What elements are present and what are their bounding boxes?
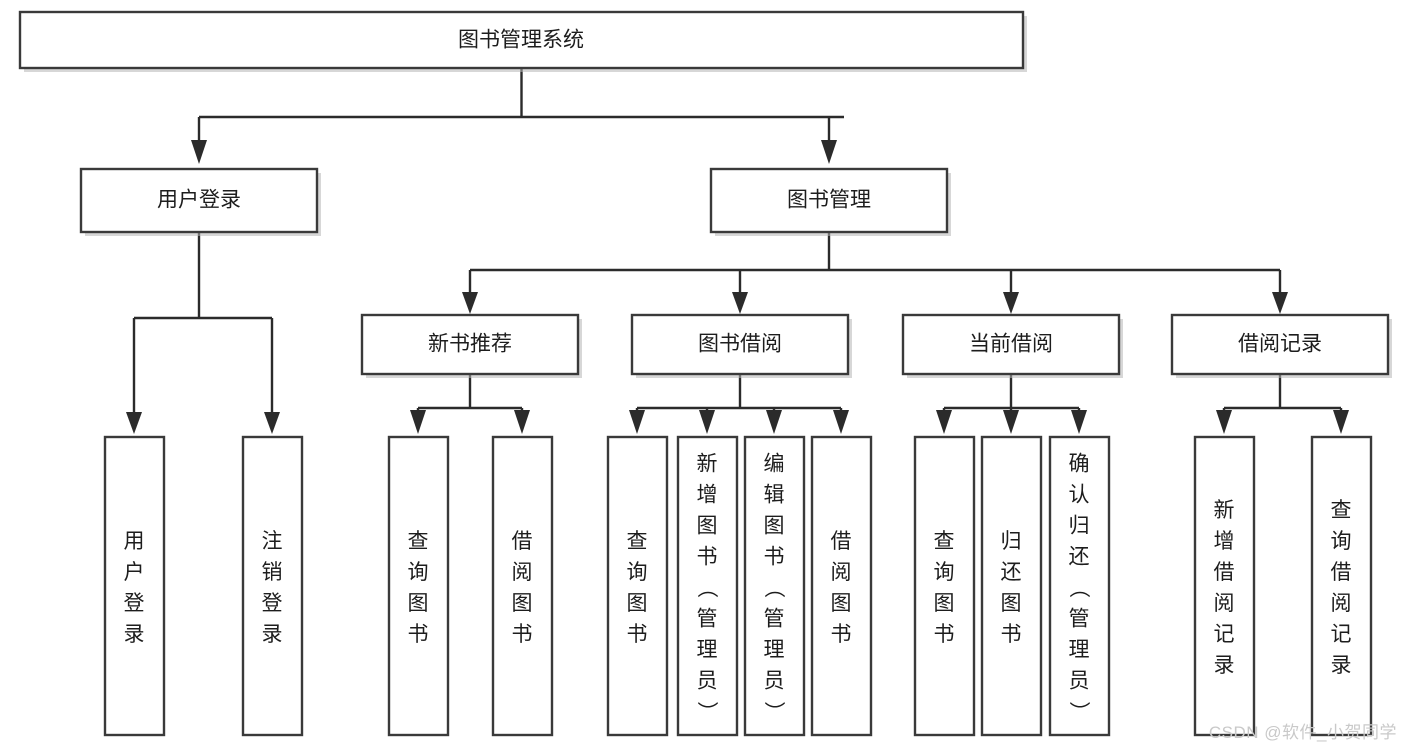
- node-leaf-add-book[interactable]: 新增图书管理员 （ ）: [676, 435, 739, 737]
- node-leaf-add-book-label: 新增图书管理员: [697, 453, 718, 693]
- connector-group-book-borrow: [629, 374, 849, 434]
- svg-text:）: ）: [762, 701, 785, 722]
- node-book-manage-label: 图书管理: [787, 189, 871, 212]
- connector-group-root: [191, 68, 844, 164]
- node-root-label: 图书管理系统: [458, 29, 584, 52]
- node-leaf-query-record-label: 查询借阅记录: [1331, 499, 1352, 677]
- csdn-watermark: CSDN @软件_小贺同学: [1208, 723, 1397, 742]
- node-book-manage[interactable]: 图书管理: [709, 167, 951, 236]
- node-book-borrow[interactable]: 图书借阅: [630, 313, 852, 378]
- node-current-borrow-label: 当前借阅: [969, 333, 1053, 356]
- node-current-borrow[interactable]: 当前借阅: [901, 313, 1123, 378]
- connector-group-user-login: [126, 232, 280, 434]
- node-leaf-confirm-return[interactable]: 确认归还管理员 （ ）: [1048, 435, 1111, 737]
- node-leaf-query-book-3[interactable]: 查询图书: [913, 435, 976, 737]
- connector-group-book-manage: [462, 232, 1288, 314]
- node-leaf-query-book-1[interactable]: 查询图书: [387, 435, 450, 737]
- svg-text:（: （: [1067, 577, 1090, 598]
- node-leaf-query-book-2[interactable]: 查询图书: [606, 435, 669, 737]
- connector-group-borrow-record: [1216, 374, 1349, 434]
- node-leaf-query-book-1-label: 查询图书: [408, 530, 429, 646]
- node-borrow-record[interactable]: 借阅记录: [1170, 313, 1392, 378]
- node-leaf-edit-book-label: 编辑图书管理员: [764, 453, 785, 693]
- svg-text:）: ）: [1067, 701, 1090, 722]
- node-leaf-borrow-book-2-label: 借阅图书: [831, 530, 852, 646]
- node-leaf-query-book-2-label: 查询图书: [627, 530, 648, 646]
- node-leaf-borrow-book-1-label: 借阅图书: [512, 530, 533, 646]
- svg-text:（: （: [762, 577, 785, 598]
- node-leaf-user-logout-label: 注销登录: [262, 530, 283, 646]
- node-leaf-add-record-label: 新增借阅记录: [1214, 499, 1235, 677]
- node-leaf-query-book-3-label: 查询图书: [934, 530, 955, 646]
- node-leaf-edit-book[interactable]: 编辑图书管理员 （ ）: [743, 435, 806, 737]
- node-leaf-return-book-label: 归还图书: [1001, 530, 1022, 646]
- node-user-login-label: 用户登录: [157, 189, 241, 212]
- node-leaf-query-record[interactable]: 查询借阅记录: [1310, 435, 1373, 737]
- node-leaf-user-logout[interactable]: 注销登录: [241, 435, 304, 737]
- node-leaf-borrow-book-1[interactable]: 借阅图书: [491, 435, 554, 737]
- node-borrow-record-label: 借阅记录: [1238, 333, 1322, 356]
- node-leaf-add-record[interactable]: 新增借阅记录: [1193, 435, 1256, 737]
- node-leaf-confirm-return-label: 确认归还管理员: [1069, 453, 1090, 693]
- node-leaf-user-login[interactable]: 用户登录: [103, 435, 166, 737]
- svg-text:）: ）: [695, 701, 718, 722]
- node-new-book-rec-label: 新书推荐: [428, 333, 512, 356]
- node-book-borrow-label: 图书借阅: [698, 333, 782, 356]
- svg-text:（: （: [695, 577, 718, 598]
- connector-group-current-borrow: [936, 374, 1087, 434]
- node-user-login[interactable]: 用户登录: [79, 167, 321, 236]
- node-new-book-rec[interactable]: 新书推荐: [360, 313, 582, 378]
- connector-group-new-book-rec: [410, 374, 530, 434]
- node-root[interactable]: 图书管理系统: [18, 10, 1027, 72]
- node-leaf-borrow-book-2[interactable]: 借阅图书: [810, 435, 873, 737]
- node-leaf-return-book[interactable]: 归还图书: [980, 435, 1043, 737]
- node-leaf-user-login-label: 用户登录: [124, 530, 145, 646]
